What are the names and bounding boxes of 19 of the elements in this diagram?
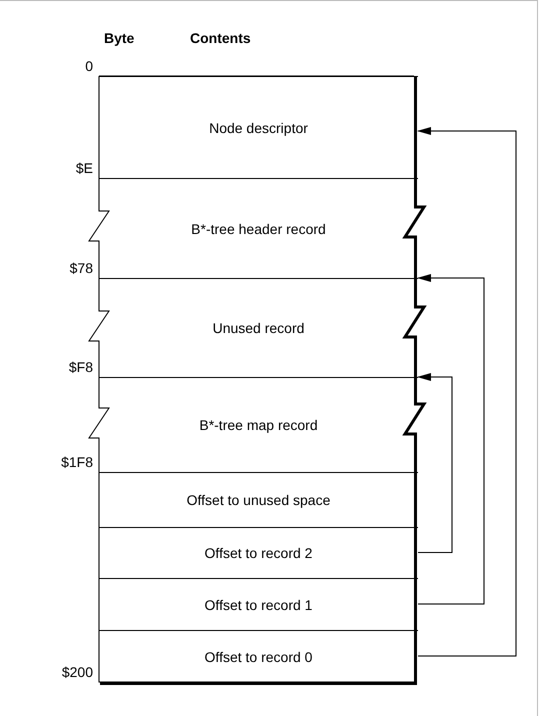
byte-offset-label: $E (76, 160, 93, 176)
row-label: B*-tree header record (191, 220, 326, 236)
pointer-arrow (417, 127, 516, 656)
byte-offset-label: $200 (62, 664, 93, 680)
row-label: Offset to unused space (186, 492, 330, 508)
byte-offset-label: $78 (70, 260, 93, 276)
row-label: Offset to record 1 (204, 596, 312, 612)
row-label: Offset to record 2 (204, 545, 312, 561)
pointer-arrow (417, 274, 484, 604)
row-label: Node descriptor (209, 120, 308, 136)
column-header: Byte (104, 30, 134, 46)
pointer-arrow (417, 373, 452, 553)
byte-offset-label: 0 (85, 58, 93, 74)
byte-offset-label: $1F8 (61, 454, 93, 470)
row-label: Offset to record 0 (204, 648, 312, 664)
column-header: Contents (190, 30, 251, 46)
row-label: Unused record (212, 320, 304, 336)
row-label: B*-tree map record (199, 417, 318, 433)
byte-offset-label: $F8 (68, 359, 93, 375)
